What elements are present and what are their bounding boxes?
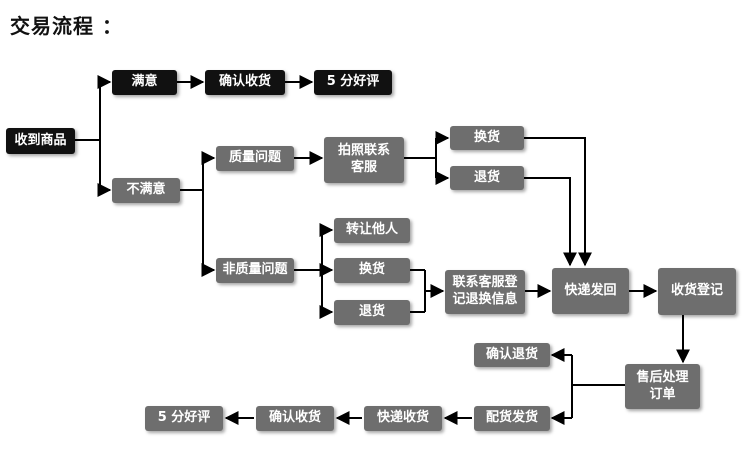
- node-after-sale-order: 售后处理 订单: [625, 364, 700, 409]
- node-contact-register: 联系客服登 记退换信息: [445, 270, 525, 314]
- node-five-star-top: 5 分好评: [314, 70, 392, 95]
- node-return-lower: 退货: [334, 300, 410, 325]
- node-quality-issue: 质量问题: [216, 146, 294, 171]
- node-five-star-bottom: 5 分好评: [145, 406, 223, 431]
- node-exchange-upper: 换货: [450, 126, 524, 150]
- node-receive-goods: 收到商品: [6, 128, 75, 154]
- node-confirm-receipt-bottom: 确认收货: [256, 406, 334, 431]
- connector-return-to-express: [524, 177, 577, 267]
- node-unsatisfied: 不满意: [112, 178, 180, 203]
- connector-exchange-to-express: [524, 137, 592, 267]
- node-dispatch: 配货发货: [474, 406, 550, 431]
- page-title: 交易流程 ：: [10, 14, 123, 38]
- node-express-return: 快递发回: [552, 268, 629, 314]
- node-transfer-others: 转让他人: [334, 218, 410, 243]
- node-return-upper: 退货: [450, 166, 524, 190]
- node-exchange-lower: 换货: [334, 258, 410, 283]
- node-express-dispatch: 快递收货: [364, 406, 442, 431]
- node-receipt-register: 收货登记: [658, 268, 736, 315]
- node-non-quality-issue: 非质量问题: [216, 258, 294, 283]
- node-satisfied: 满意: [112, 70, 177, 95]
- node-photo-contact: 拍照联系 客服: [324, 137, 404, 183]
- node-confirm-return: 确认退货: [474, 343, 550, 367]
- node-confirm-receipt-top: 确认收货: [205, 70, 285, 95]
